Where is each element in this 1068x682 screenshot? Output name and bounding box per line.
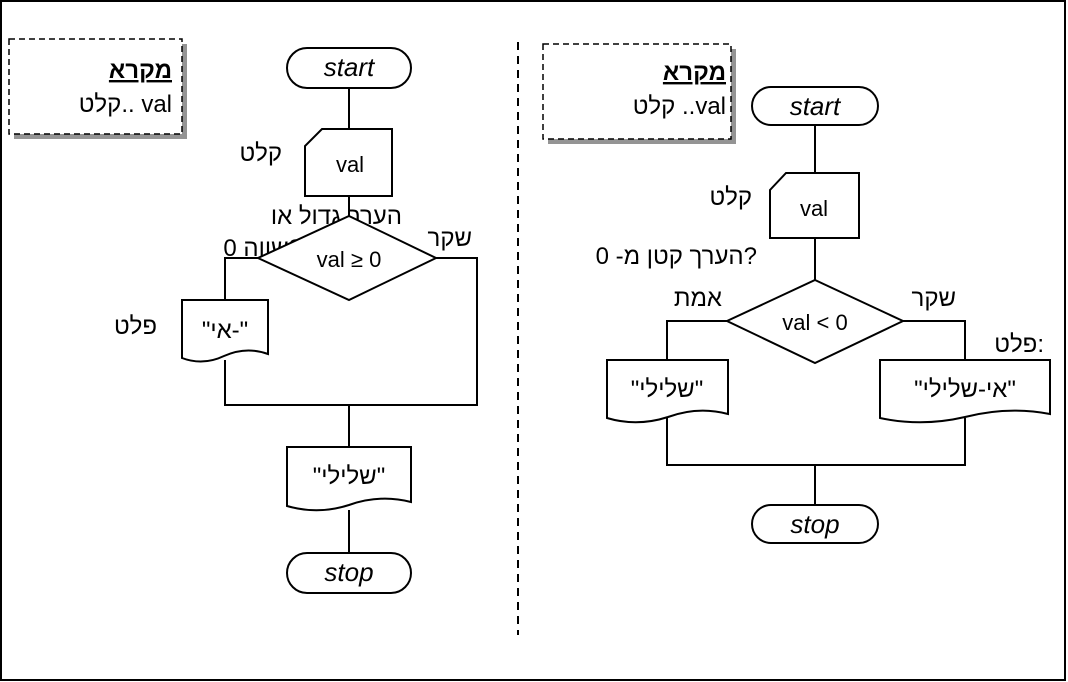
right-true-label: אמת xyxy=(674,285,722,312)
left-false-label: שקר xyxy=(428,225,473,252)
left-input-label: קלט xyxy=(239,140,282,167)
right-false-label: שקר xyxy=(912,285,957,312)
right-output-false-text: "אי-שלילי" xyxy=(914,376,1016,403)
right-legend-title: מקרא xyxy=(663,59,726,86)
right-flowchart: מקרא קלט ..val start קלט val הערך קטן מ-… xyxy=(542,43,1051,544)
left-start-terminal xyxy=(286,47,412,89)
left-output-true-text: "אי-" xyxy=(202,317,248,344)
right-output-true-text: "שלילי" xyxy=(631,376,703,403)
right-start-text: start xyxy=(790,91,842,121)
right-output-doc-true xyxy=(606,359,729,424)
left-legend-box xyxy=(8,38,183,135)
left-input-shape xyxy=(304,128,393,197)
left-legend: מקרא קלט.. val xyxy=(8,38,187,139)
left-condition-text: val ≥ 0 xyxy=(317,247,382,272)
right-legend-entry: קלט ..val xyxy=(633,93,726,120)
left-decision-diamond xyxy=(255,214,439,302)
right-output-doc-false xyxy=(879,359,1051,424)
right-stop-text: stop xyxy=(790,509,839,539)
right-input-shape xyxy=(769,172,860,239)
left-output-label: פלט xyxy=(114,313,157,340)
left-input-var: val xyxy=(336,152,364,177)
right-decision-diamond xyxy=(724,278,906,365)
right-question: הערך קטן מ- 0? xyxy=(596,243,757,270)
right-output-label: פלט: xyxy=(994,331,1044,358)
right-stop-terminal xyxy=(751,504,879,544)
right-legend: מקרא קלט ..val xyxy=(542,43,736,144)
right-input-var: val xyxy=(800,196,828,221)
left-output-doc-final xyxy=(286,446,412,512)
right-input-label: קלט xyxy=(709,184,752,211)
left-stop-text: stop xyxy=(324,557,373,587)
left-flowchart: מקרא קלט.. val start קלט val הערך גדול א… xyxy=(8,38,478,594)
right-legend-box xyxy=(542,43,732,140)
left-connectors xyxy=(224,88,478,553)
left-output-doc-true xyxy=(181,299,269,363)
right-start-terminal xyxy=(751,86,879,126)
left-legend-title: מקרא xyxy=(109,57,172,84)
right-connectors xyxy=(666,125,966,505)
left-stop-terminal xyxy=(286,552,412,594)
left-output-final-text: "שלילי" xyxy=(313,463,385,490)
right-condition-text: val < 0 xyxy=(782,310,847,335)
left-start-text: start xyxy=(324,52,376,82)
left-legend-entry: קלט.. val xyxy=(79,91,172,118)
